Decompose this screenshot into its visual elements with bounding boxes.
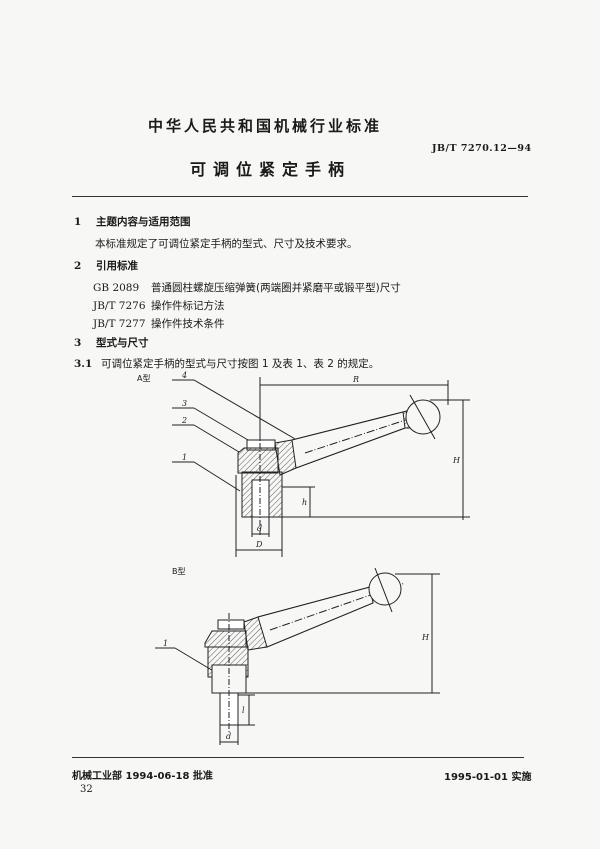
page-number: 32: [80, 784, 93, 795]
section-title: 主题内容与适用范围: [96, 216, 191, 228]
dim-h: h: [302, 498, 307, 507]
section-1-heading: 1 主题内容与适用范围: [74, 214, 191, 229]
dim-d: d: [226, 732, 231, 741]
section-title: 引用标准: [96, 260, 138, 272]
section-3-heading: 3 型式与尺寸: [74, 335, 149, 350]
implementation-date: 1995-01-01 实施: [444, 772, 532, 783]
section-number: 1: [74, 216, 82, 228]
callout-1: 1: [182, 453, 187, 462]
dim-H: H: [452, 456, 461, 465]
callout-2: 2: [181, 416, 187, 425]
section-number: 3: [74, 337, 82, 349]
reference-code: GB 2089: [93, 282, 140, 294]
reference-code: JB/T 7277: [93, 318, 146, 330]
dim-D: D: [255, 540, 263, 549]
figure-a-label: A型: [137, 374, 151, 383]
section-number: 3.1: [74, 358, 93, 370]
reference-item: GB 2089 普通圆柱螺旋压缩弹簧(两端圈并紧磨平或锻平型)尺寸: [93, 280, 401, 295]
callout-1: 1: [163, 639, 168, 648]
reference-item: JB/T 7276 操作件标记方法: [93, 298, 225, 313]
section-body: 可调位紧定手柄的型式与尺寸按图 1 及表 1、表 2 的规定。: [101, 358, 380, 370]
dim-H: H: [421, 633, 430, 642]
callout-3: 3: [182, 399, 187, 408]
figure-b-label: B型: [172, 567, 186, 576]
reference-title: 普通圆柱螺旋压缩弹簧(两端圈并紧磨平或锻平型)尺寸: [151, 282, 401, 294]
standard-code: JB/T 7270.12—94: [432, 143, 532, 154]
reference-title: 操作件技术条件: [151, 318, 225, 330]
reference-title: 操作件标记方法: [151, 300, 225, 312]
reference-item: JB/T 7277 操作件技术条件: [93, 316, 225, 331]
approval-date: 机械工业部 1994-06-18 批准: [72, 771, 213, 782]
issuing-organization: 中华人民共和国机械行业标准: [148, 117, 383, 135]
section-2-heading: 2 引用标准: [74, 258, 138, 273]
document-title: 可调位紧定手柄: [190, 160, 352, 179]
section-title: 型式与尺寸: [96, 337, 149, 349]
reference-code: JB/T 7276: [93, 300, 146, 312]
section-1-body: 本标准规定了可调位紧定手柄的型式、尺寸及技术要求。: [95, 238, 358, 250]
dim-l: l: [242, 706, 245, 715]
section-3-1: 3.1 可调位紧定手柄的型式与尺寸按图 1 及表 1、表 2 的规定。: [74, 356, 379, 371]
header-divider: [72, 196, 528, 197]
dim-d: d: [257, 524, 262, 533]
figure-type-a-drawing: 4 3 2 1 R H h d D: [172, 371, 470, 557]
dim-R: R: [352, 375, 359, 384]
figure-type-b-drawing: 1 H l d: [155, 567, 440, 745]
section-number: 2: [74, 260, 82, 272]
footer-divider: [72, 757, 524, 758]
callout-4: 4: [181, 371, 187, 380]
